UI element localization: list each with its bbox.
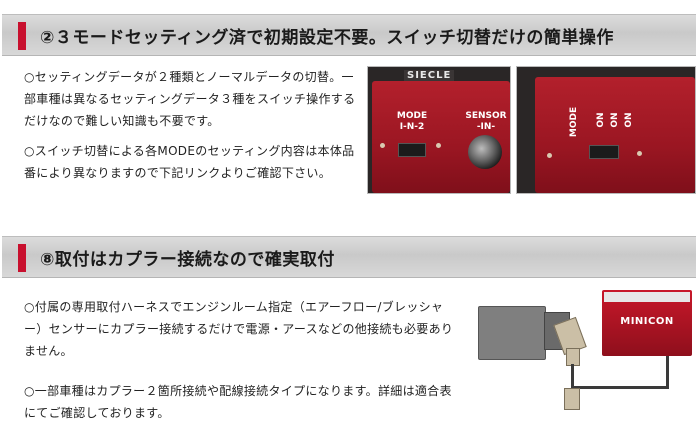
section-header-install: ⑧取付はカプラー接続なので確実取付 (2, 236, 696, 278)
minicon-product-name: MINICON (620, 316, 674, 327)
switch-label-1: ON (596, 112, 606, 128)
section2-paragraph-1: ○付属の専用取付ハーネスでエンジンルーム指定（エアーフロー/ブレッシャー）センサ… (24, 300, 454, 358)
section-header-mode-setting: ②３モードセッティング済で初期設定不要。スイッチ切替だけの簡単操作 (2, 14, 696, 56)
mode-switch (589, 145, 619, 159)
controller-unit-side (535, 77, 695, 193)
mode-sub-label: I-N-2 (399, 122, 425, 132)
install-illustration: MINICON (470, 290, 696, 420)
screw-icon (547, 153, 552, 158)
minicon-unit: MINICON (602, 290, 692, 356)
harness-wire (571, 386, 669, 389)
mode-label: MODE (569, 106, 579, 138)
switch-label-3: ON (624, 112, 634, 128)
mode-label: MODE (396, 111, 428, 121)
screw-icon (436, 143, 441, 148)
header-accent-bar (18, 22, 26, 50)
section2-paragraph-2: ○一部車種はカプラー２箇所接続や配線接続タイプになります。詳細は適合表にてご確認… (24, 384, 452, 420)
sensor-connector-knob (468, 135, 502, 169)
sensor-sub-label: -IN- (476, 122, 496, 132)
harness-wire (571, 364, 574, 388)
switch-label-2: ON (610, 112, 620, 128)
mode-switch (398, 143, 426, 157)
airflow-sensor-housing (478, 306, 546, 360)
section1-paragraph-1: ○セッティングデータが２種類とノーマルデータの切替。一部車種は異なるセッティング… (24, 70, 356, 128)
brand-label: SIECLE (404, 70, 455, 81)
section-title: ②３モードセッティング済で初期設定不要。スイッチ切替だけの簡単操作 (40, 28, 614, 48)
section-title: ⑧取付はカプラー接続なので確実取付 (40, 250, 335, 270)
screw-icon (637, 151, 642, 156)
header-accent-bar (18, 244, 26, 272)
harness-connector (564, 388, 580, 410)
section1-paragraph-2: ○スイッチ切替による各MODEのセッティング内容は本体品番により異なりますので下… (24, 144, 355, 180)
minicon-label-strip (604, 292, 690, 302)
product-photo-front: SIECLE MODE I-N-2 SENSOR -IN- (367, 66, 511, 194)
screw-icon (380, 143, 385, 148)
product-photo-side: MODE ON ON ON (516, 66, 696, 194)
sensor-label: SENSOR (465, 111, 507, 121)
harness-wire (666, 356, 669, 388)
